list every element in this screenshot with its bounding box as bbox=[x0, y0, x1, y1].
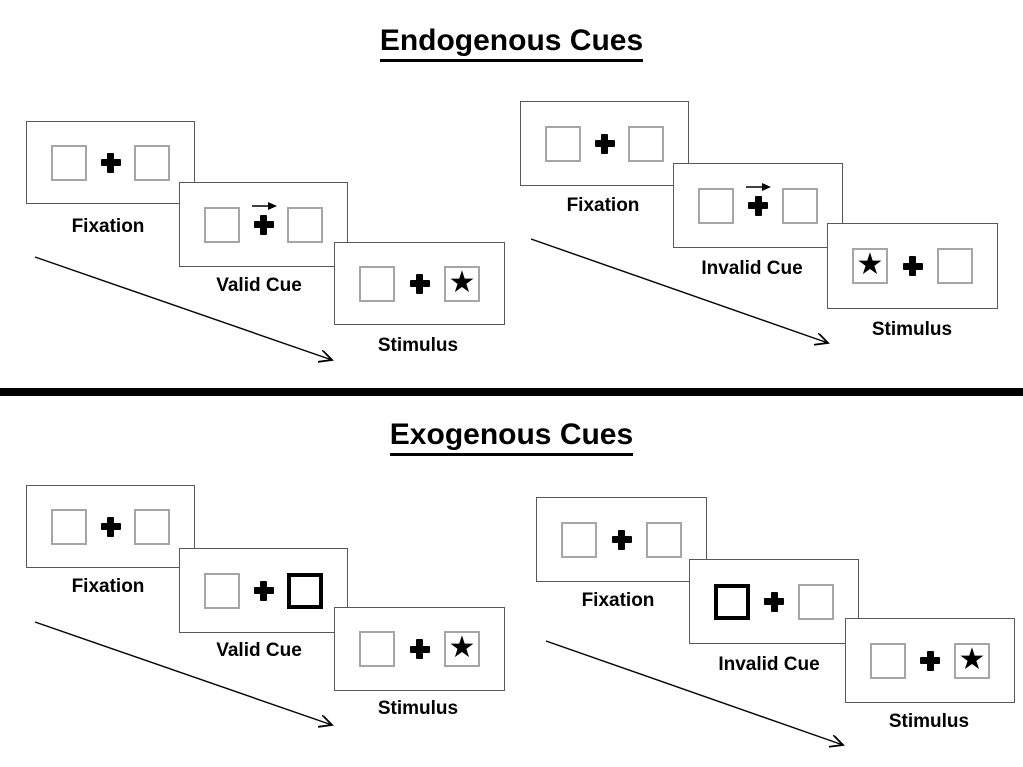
timeline-arrow bbox=[34, 256, 350, 370]
cue-box bbox=[287, 572, 323, 609]
cue-panel bbox=[673, 163, 843, 248]
left-box bbox=[204, 206, 240, 243]
panel-label: Fixation bbox=[71, 216, 145, 237]
section-title-endogenous: Endogenous Cues bbox=[379, 24, 644, 62]
left-box bbox=[870, 642, 906, 679]
panel-label: Valid Cue bbox=[216, 275, 302, 296]
target-star: ★ bbox=[448, 631, 476, 664]
target-star: ★ bbox=[448, 265, 476, 299]
panel-label: Fixation bbox=[581, 590, 655, 611]
left-box bbox=[204, 572, 240, 609]
right-box bbox=[134, 508, 170, 545]
section-header-exogenous: Exogenous Cues bbox=[0, 418, 1023, 456]
left-box bbox=[51, 508, 87, 545]
panel-label: Invalid Cue bbox=[701, 258, 803, 279]
fixation-cross bbox=[100, 516, 121, 537]
panel-label: Valid Cue bbox=[216, 640, 302, 661]
left-box bbox=[545, 125, 581, 162]
fixation-cross bbox=[409, 273, 430, 294]
fixation-cross bbox=[746, 182, 771, 216]
section-divider bbox=[0, 388, 1023, 396]
stimulus-panel: ★ bbox=[845, 618, 1015, 703]
fixation-panel bbox=[520, 101, 689, 186]
fixation-panel bbox=[536, 497, 707, 582]
right-box bbox=[782, 187, 818, 224]
panel-label: Fixation bbox=[566, 195, 640, 216]
right-box: ★ bbox=[954, 642, 990, 679]
fixation-cross bbox=[611, 529, 632, 550]
cue-box bbox=[714, 583, 750, 620]
left-box bbox=[359, 265, 395, 302]
left-box bbox=[561, 521, 597, 558]
fixation-cross bbox=[764, 591, 784, 612]
fixation-cross bbox=[594, 133, 615, 154]
fixation-cross bbox=[902, 256, 923, 276]
cue-panel bbox=[689, 559, 859, 644]
right-box bbox=[287, 206, 323, 243]
panel-label: Stimulus bbox=[871, 319, 953, 340]
cue-arrow-icon bbox=[251, 201, 277, 210]
stimulus-panel: ★ bbox=[334, 607, 505, 691]
right-box bbox=[937, 248, 973, 284]
right-box bbox=[798, 583, 834, 620]
right-box bbox=[134, 144, 170, 181]
left-box bbox=[698, 187, 734, 224]
stimulus-panel: ★ bbox=[334, 242, 505, 325]
timeline-arrow bbox=[545, 640, 861, 754]
fixation-cross bbox=[920, 650, 940, 671]
panel-label: Stimulus bbox=[377, 335, 459, 356]
target-star: ★ bbox=[856, 248, 884, 281]
left-box bbox=[51, 144, 87, 181]
cue-panel bbox=[179, 548, 348, 633]
target-star: ★ bbox=[958, 642, 986, 676]
fixation-panel bbox=[26, 485, 195, 568]
panel-label: Invalid Cue bbox=[718, 654, 820, 675]
panel-label: Stimulus bbox=[377, 698, 459, 719]
section-header-endogenous: Endogenous Cues bbox=[0, 24, 1023, 62]
left-box: ★ bbox=[852, 248, 888, 284]
right-box: ★ bbox=[444, 631, 480, 667]
section-title-exogenous: Exogenous Cues bbox=[389, 418, 634, 456]
fixation-panel bbox=[26, 121, 195, 204]
timeline-arrow bbox=[34, 621, 350, 735]
fixation-cross bbox=[100, 152, 121, 173]
timeline-arrow bbox=[530, 238, 846, 352]
cue-panel bbox=[179, 182, 348, 267]
fixation-cross bbox=[251, 201, 277, 235]
right-box: ★ bbox=[444, 265, 480, 302]
right-box bbox=[628, 125, 664, 162]
cue-arrow-icon bbox=[746, 182, 771, 191]
panel-label: Fixation bbox=[71, 576, 145, 597]
panel-label: Stimulus bbox=[888, 711, 970, 732]
fixation-cross bbox=[409, 639, 430, 659]
right-box bbox=[646, 521, 682, 558]
left-box bbox=[359, 631, 395, 667]
fixation-cross bbox=[253, 580, 274, 601]
stimulus-panel: ★ bbox=[827, 223, 998, 309]
